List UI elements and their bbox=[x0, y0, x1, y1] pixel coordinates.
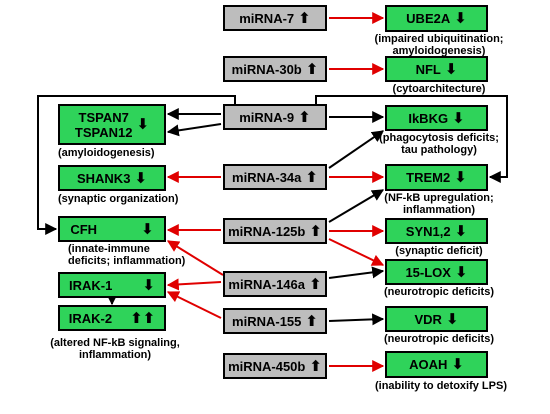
edge-mir9-tspan12 bbox=[166, 123, 222, 137]
mirna-155-node: miRNA-155⬆ bbox=[223, 308, 327, 334]
syn12-label: SYN1,2 bbox=[405, 223, 451, 239]
edge-mir155-irak1 bbox=[166, 291, 222, 319]
trem2-caption: (NF-kB upregulation;inflammation) bbox=[384, 192, 494, 216]
up-arrow-icon: ⬆ bbox=[309, 222, 322, 240]
irak1-node: IRAK-1 ⬇ bbox=[58, 272, 166, 298]
ube2a-node: UBE2A⬇ bbox=[385, 5, 488, 32]
mirna-34a-label: miRNA-34a bbox=[232, 169, 302, 185]
mirna-146a-node: miRNA-146a⬆ bbox=[223, 271, 327, 297]
mirna-7-node: miRNA-7⬆ bbox=[223, 5, 327, 31]
down-arrow-icon: ⬇ bbox=[454, 10, 467, 27]
down-arrow-icon: ⬇ bbox=[142, 276, 155, 294]
cfh-label: CFH bbox=[70, 221, 98, 237]
irak2-caption: (altered NF-kB signaling,inflammation) bbox=[50, 337, 180, 361]
ube2a-caption: (impaired ubiquitination;amyloidogenesis… bbox=[374, 33, 504, 57]
down-arrow-icon: ⬇ bbox=[136, 116, 150, 133]
aoah-caption: (inability to detoxify LPS) bbox=[374, 380, 507, 392]
syn12-node: SYN1,2⬇ bbox=[385, 218, 488, 244]
lox15-caption: (neurotropic deficits) bbox=[383, 286, 494, 298]
mirna-9-label: miRNA-9 bbox=[239, 109, 295, 125]
down-arrow-icon: ⬇ bbox=[454, 263, 468, 281]
nfl-caption: (cytoarchitecture) bbox=[392, 83, 486, 95]
mirna-146a-label: miRNA-146a bbox=[228, 276, 305, 292]
up-arrow-icon: ⬆ bbox=[305, 60, 319, 78]
mirna-155-label: miRNA-155 bbox=[232, 313, 302, 329]
irak1-label: IRAK-1 bbox=[69, 277, 113, 293]
lox15-label: 15-LOX bbox=[405, 264, 451, 280]
vdr-caption: (neurotropic deficits) bbox=[383, 333, 494, 345]
vdr-node: VDR⬇ bbox=[385, 306, 488, 332]
edge-mir34a-ikbkg bbox=[328, 130, 384, 169]
ube2a-label: UBE2A bbox=[406, 11, 451, 26]
mirna-30b-label: miRNA-30b bbox=[231, 61, 302, 77]
lox15-node: 15-LOX⬇ bbox=[385, 259, 488, 285]
tspan-caption: (amyloidogenesis) bbox=[58, 147, 155, 159]
down-arrow-icon: ⬇ bbox=[454, 169, 467, 186]
tspan12-label: TSPAN12 bbox=[74, 124, 133, 140]
up-arrow-icon: ⬆ bbox=[309, 275, 322, 293]
up-arrow-icon: ⬆ bbox=[305, 168, 318, 186]
mirna-450b-label: miRNA-450b bbox=[228, 358, 306, 374]
mirna-9-node: miRNA-9⬆ bbox=[223, 104, 327, 130]
ikbkg-caption: (phagocytosis deficits;tau pathology) bbox=[379, 132, 499, 156]
double-up-arrow-icon: ⬆⬆ bbox=[130, 309, 156, 327]
up-arrow-icon: ⬆ bbox=[298, 9, 311, 27]
aoah-node: AOAH⬇ bbox=[385, 351, 488, 378]
trem2-node: TREM2⬇ bbox=[385, 164, 488, 191]
aoah-label: AOAH bbox=[409, 357, 448, 372]
cfh-node: CFH ⬇ bbox=[58, 216, 166, 242]
down-arrow-icon: ⬇ bbox=[452, 109, 465, 127]
up-arrow-icon: ⬆ bbox=[305, 312, 318, 330]
edge-mir146a-cfh bbox=[166, 240, 224, 276]
mirna-30b-node: miRNA-30b⬆ bbox=[223, 56, 327, 82]
mirna-125b-label: miRNA-125b bbox=[228, 223, 306, 239]
down-arrow-icon: ⬇ bbox=[454, 222, 468, 240]
up-arrow-icon: ⬆ bbox=[298, 108, 311, 126]
edge-mir155-vdr bbox=[328, 313, 385, 326]
down-arrow-icon: ⬇ bbox=[141, 220, 154, 238]
edge-mir125b-trem2 bbox=[328, 189, 385, 223]
trem2-label: TREM2 bbox=[406, 170, 451, 185]
down-arrow-icon: ⬇ bbox=[451, 356, 464, 373]
mirna-7-label: miRNA-7 bbox=[239, 10, 295, 26]
mirna-450b-node: miRNA-450b⬆ bbox=[223, 353, 327, 379]
irak2-label: IRAK-2 bbox=[68, 310, 113, 326]
down-arrow-icon: ⬇ bbox=[444, 60, 458, 78]
tspan7-label: TSPAN7 bbox=[78, 109, 129, 125]
up-arrow-icon: ⬆ bbox=[309, 357, 322, 375]
edge-mir9-trem2 bbox=[315, 95, 508, 183]
mirna-34a-node: miRNA-34a⬆ bbox=[223, 164, 327, 190]
edge-mir146a-lox15 bbox=[328, 266, 385, 279]
irak2-node: IRAK-2 ⬆⬆ bbox=[58, 305, 166, 331]
shank3-node: SHANK3⬇ bbox=[58, 165, 166, 191]
edge-mir9-cfh bbox=[37, 95, 236, 235]
down-arrow-icon: ⬇ bbox=[134, 169, 148, 187]
nfl-label: NFL bbox=[415, 61, 441, 77]
syn12-caption: (synaptic deficit) bbox=[395, 245, 483, 257]
shank3-caption: (synaptic organization) bbox=[58, 193, 179, 205]
edge-mir125b-lox15 bbox=[328, 238, 385, 266]
down-arrow-icon: ⬇ bbox=[445, 310, 459, 328]
ikbkg-node: IkBKG⬇ bbox=[385, 105, 488, 131]
edge-mir146a-irak1 bbox=[166, 278, 222, 291]
ikbkg-label: IkBKG bbox=[408, 110, 449, 126]
nfl-node: NFL⬇ bbox=[385, 56, 488, 82]
shank3-label: SHANK3 bbox=[76, 170, 131, 186]
vdr-label: VDR bbox=[414, 311, 442, 327]
mirna-125b-node: miRNA-125b⬆ bbox=[223, 218, 327, 244]
